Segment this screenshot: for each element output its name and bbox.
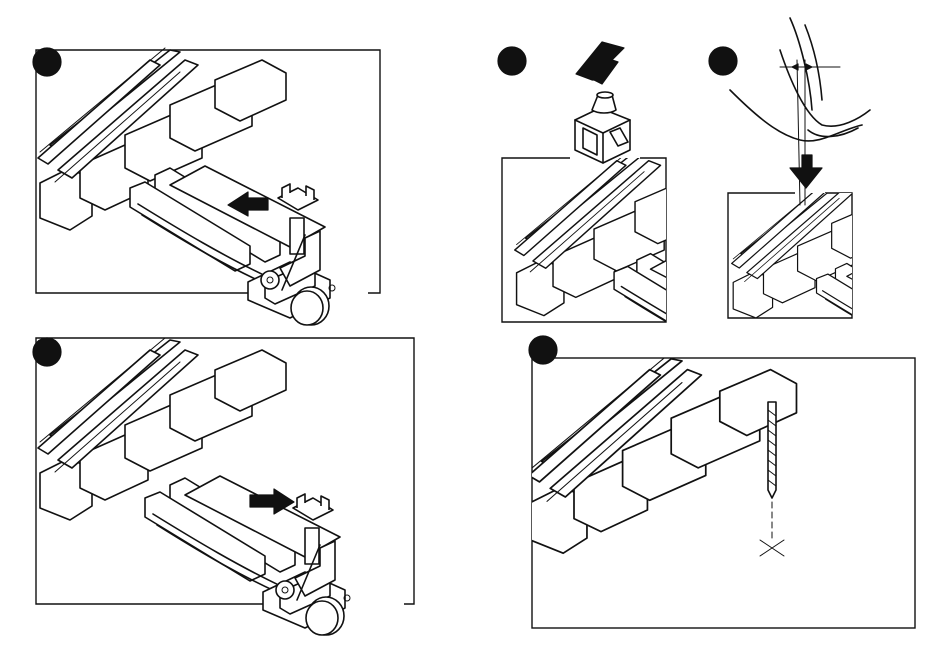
panel-step-1 — [33, 48, 380, 325]
panel-step-4 — [33, 338, 414, 635]
panel-step-3 — [709, 18, 950, 382]
step-5-badge — [529, 336, 557, 364]
coupler-tool-icon — [575, 92, 630, 163]
arrow-down-icon — [790, 155, 822, 188]
step-3-badge — [709, 47, 737, 75]
step-4-badge — [33, 338, 61, 366]
arrow-up-icon — [576, 42, 624, 84]
step-2-badge — [498, 47, 526, 75]
panel-step-5 — [529, 336, 915, 628]
step-1-badge — [33, 48, 61, 76]
